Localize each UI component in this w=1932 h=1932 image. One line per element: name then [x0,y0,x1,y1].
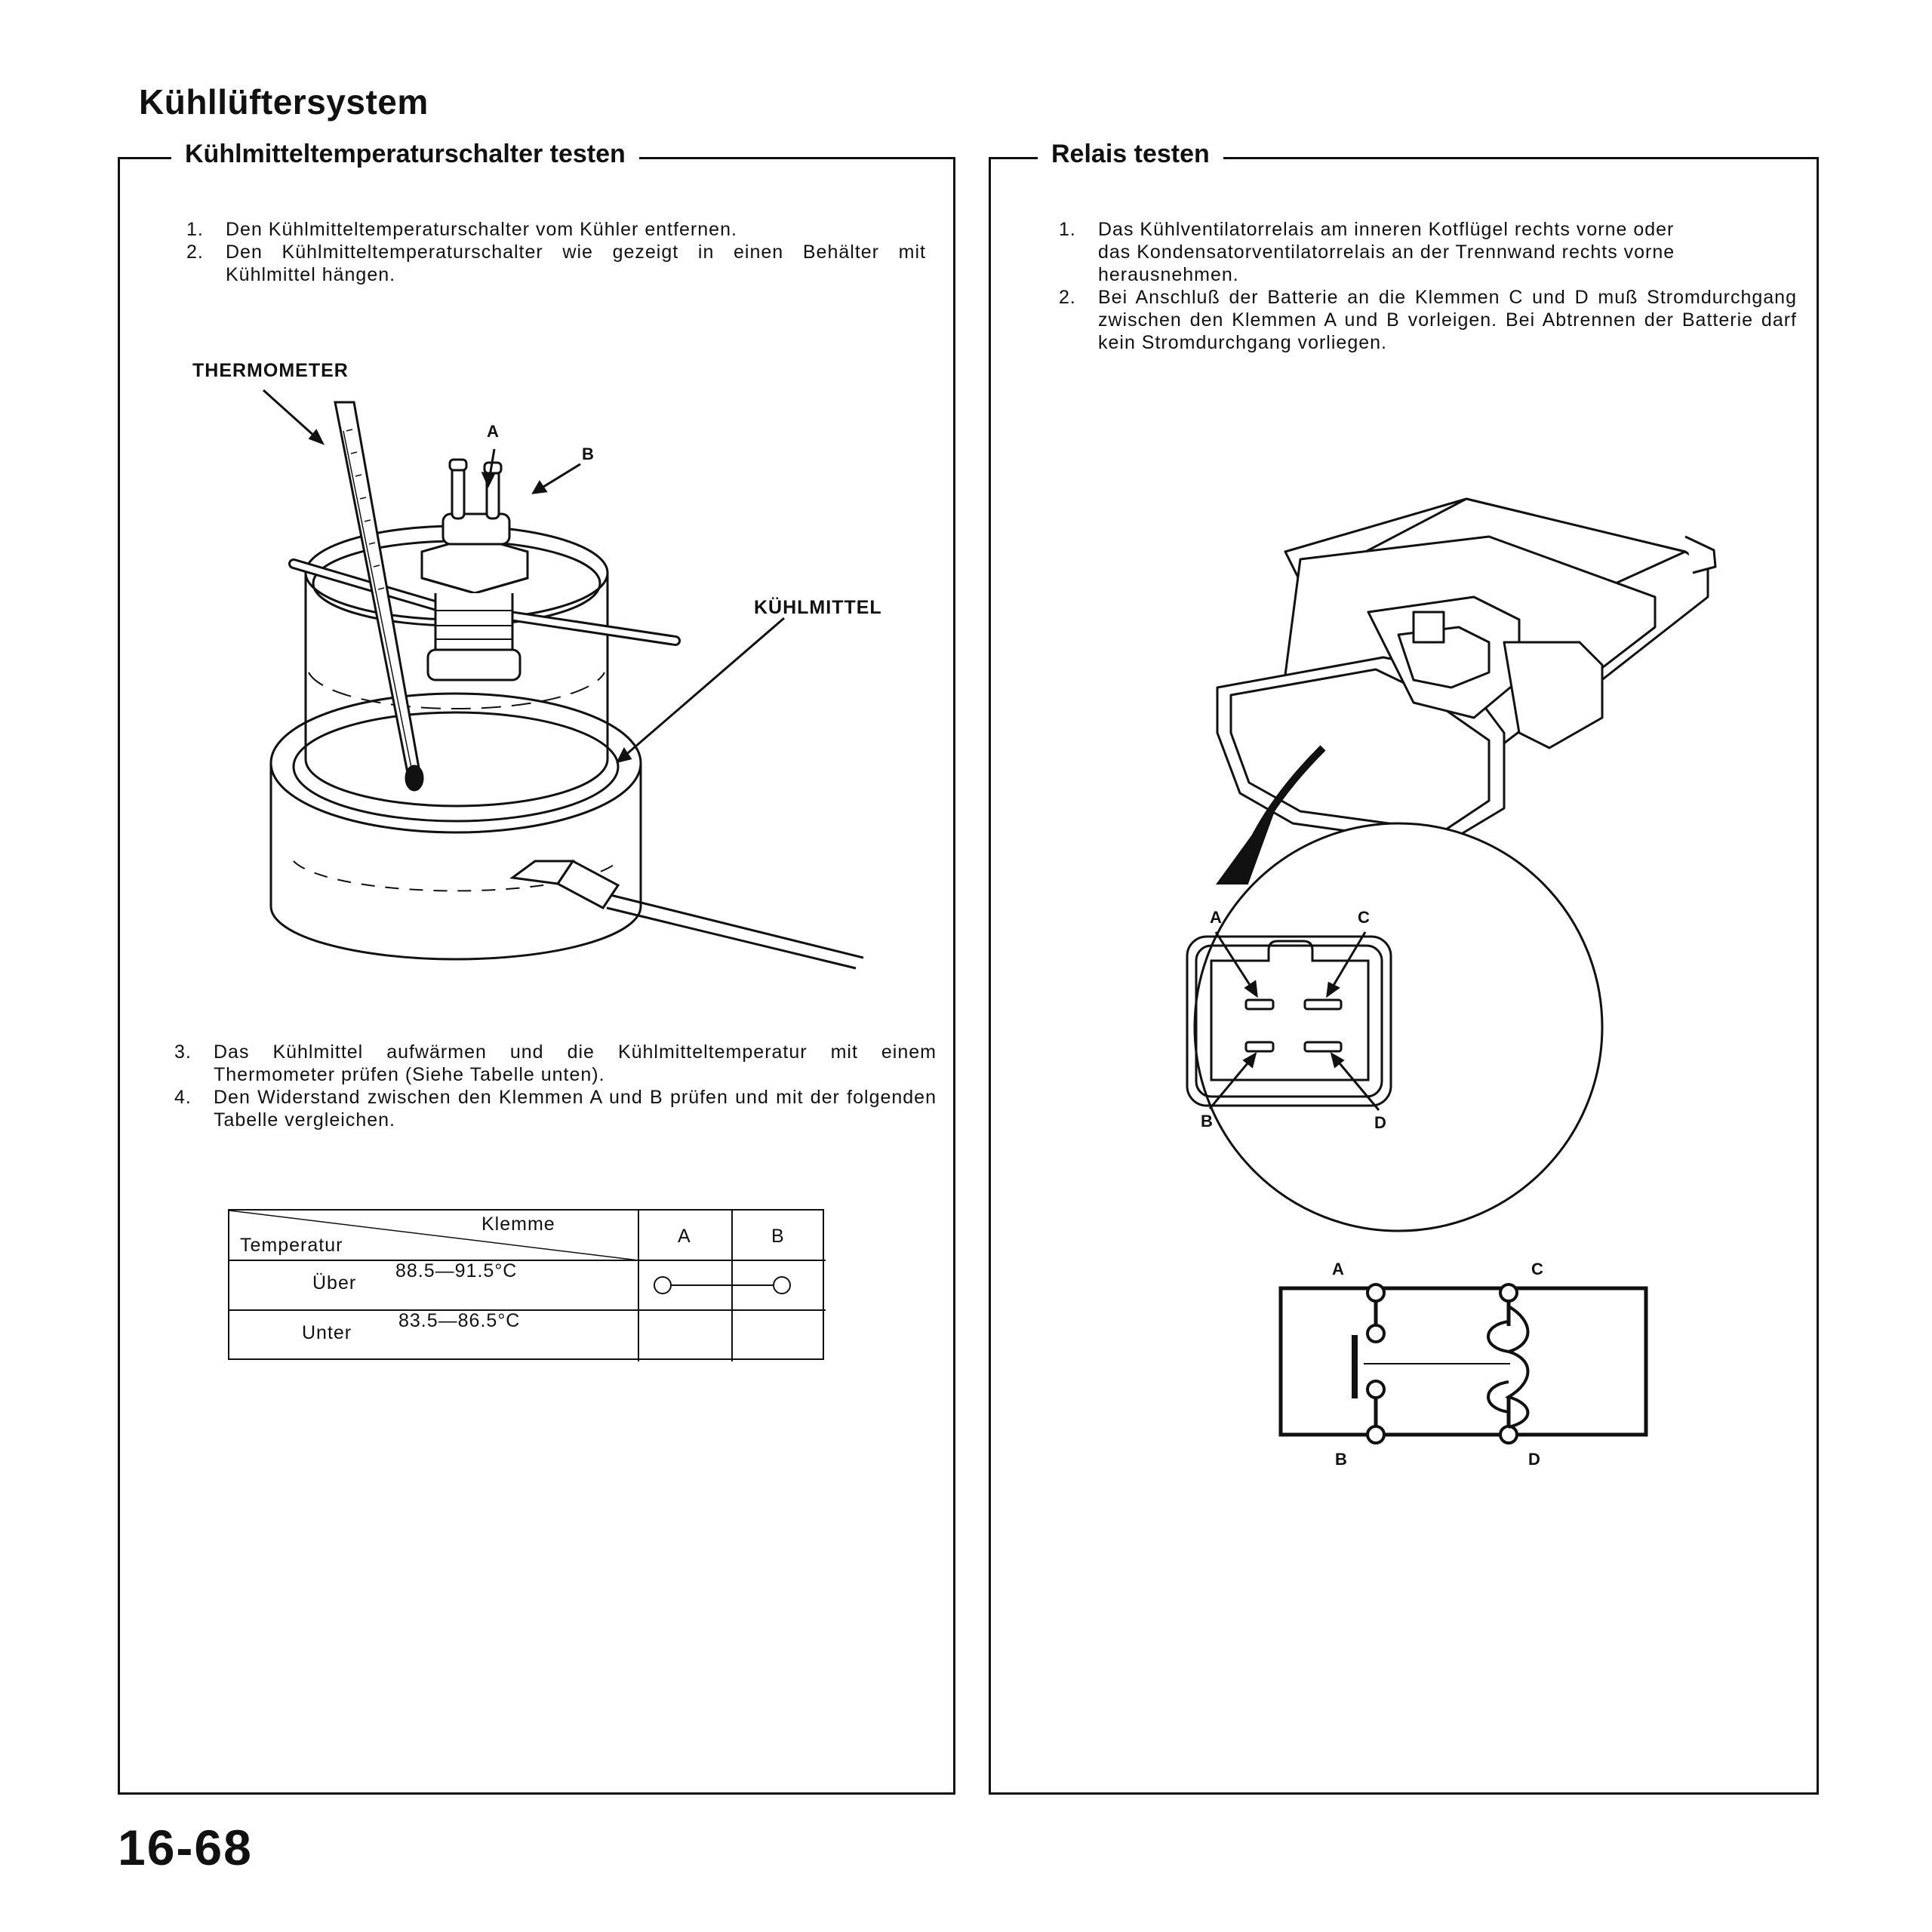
page-title: Kühllüftersystem [139,82,429,122]
switch-test-heading: Kühlmitteltemperaturschalter testen [171,140,639,169]
column-b-header: B [771,1226,785,1247]
row-label: Unter [302,1322,352,1343]
coolant-label: KÜHLMITTEL [754,597,882,618]
relay-illustration [1186,497,1717,1232]
connector-pointer-arrows [1208,931,1380,1111]
table-grid [229,1210,826,1361]
temperature-range: 83.5—86.5°C [398,1310,521,1331]
connector-b-label: B [1201,1112,1213,1131]
relay-schematic [1278,1283,1648,1444]
step-number: 4. [174,1087,192,1108]
step-text: Den Kühlmitteltemperaturschalter vom Küh… [226,219,737,240]
step-text: Den Kühlmitteltemperaturschalter wie gez… [226,242,926,285]
step-number: 1. [1059,219,1076,240]
step-text: Den Widerstand zwischen den Klemmen A un… [214,1087,937,1131]
temperature-range: 88.5—91.5°C [395,1260,518,1281]
row-label: Über [312,1272,357,1294]
step-text: Das Kühlmittel aufwärmen und die Kühlmit… [214,1041,937,1085]
step-number: 2. [1059,287,1076,308]
schematic-b-label: B [1335,1450,1347,1469]
step-number: 3. [174,1041,192,1063]
relay-test-heading: Relais testen [1038,140,1223,169]
column-header-terminal: Klemme [481,1214,555,1235]
column-a-header: A [678,1226,691,1247]
step-number: 1. [186,219,204,240]
terminal-b-label: B [582,445,594,463]
thermometer-label: THERMOMETER [192,360,349,381]
connector-a-label: A [1210,908,1222,927]
page-number: 16-68 [118,1820,253,1875]
continuity-symbol [654,1276,791,1294]
switch-test-panel: Kühlmitteltemperaturschalter testen 1. D… [118,140,955,1795]
step-text: Bei Anschluß der Batterie an die Klemmen… [1098,287,1797,353]
step-number: 2. [186,242,204,263]
connector-d-label: D [1374,1113,1386,1132]
step-text: Das Kühlventilatorrelais am inneren Kotf… [1098,219,1675,285]
schematic-a-label: A [1332,1260,1344,1278]
continuity-table: Klemme Temperatur A B Über 88.5—91.5°C U… [228,1209,826,1361]
schematic-d-label: D [1528,1450,1540,1469]
relay-test-panel: Relais testen 1. Das Kühlventilatorrelai… [989,140,1819,1795]
row-header-temperature: Temperatur [240,1235,343,1256]
terminal-a-label: A [487,422,499,441]
schematic-c-label: C [1531,1260,1543,1278]
connector-c-label: C [1358,908,1370,927]
coolant-beaker-illustration [262,389,864,970]
